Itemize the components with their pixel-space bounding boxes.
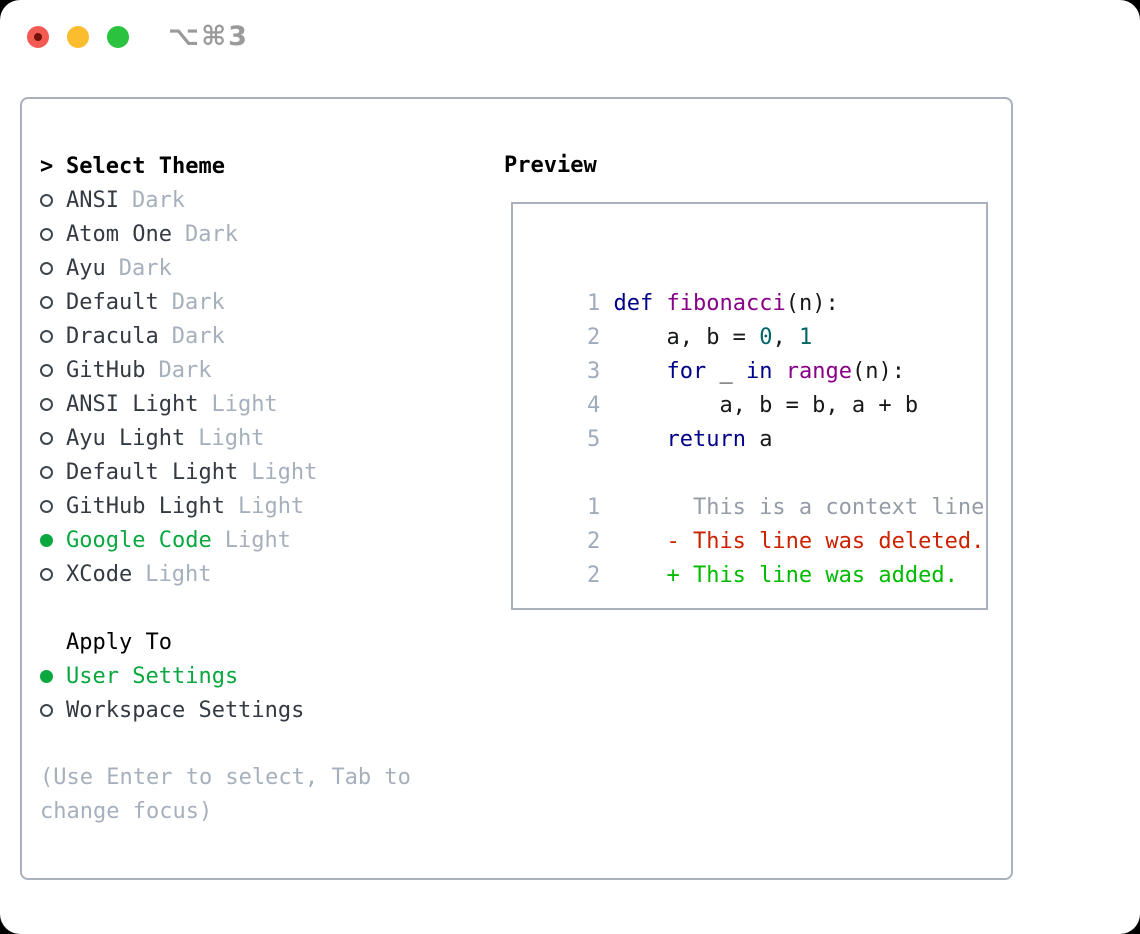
- theme-option-ayu-light[interactable]: Ayu Light Light: [40, 421, 476, 455]
- section-spacer: [40, 727, 476, 761]
- line-content: return a: [666, 427, 773, 452]
- help-text: (Use Enter to select, Tab to change focu…: [40, 765, 411, 824]
- apply-option-user-settings[interactable]: User Settings: [40, 659, 476, 693]
- line-content: a, b = 0, 1: [600, 325, 813, 350]
- cursor-chevron-icon: >: [40, 153, 54, 179]
- theme-option-ayu[interactable]: Ayu Dark: [40, 251, 476, 285]
- radio-circle-icon: [40, 465, 53, 479]
- theme-option-atom-one[interactable]: Atom One Dark: [40, 217, 476, 251]
- preview-code: 1 def fibonacci(n): 2 a, b = 0, 1 3 for …: [534, 253, 986, 588]
- radio-circle-icon: [40, 703, 53, 717]
- traffic-lights: [27, 26, 129, 48]
- close-button[interactable]: [27, 26, 49, 48]
- apply-to-title: Apply To: [66, 629, 172, 655]
- radio-circle-icon: [40, 533, 53, 547]
- radio-circle-icon: [40, 261, 53, 275]
- code-line: 2 + This line was added.: [534, 525, 986, 588]
- line-number: 2: [586, 529, 601, 554]
- line-content: for _ in range(n):: [666, 359, 905, 384]
- line-number: 5: [586, 427, 601, 452]
- radio-circle-icon: [40, 499, 53, 513]
- radio-circle-icon: [40, 567, 53, 581]
- radio-circle-icon: [40, 295, 53, 309]
- apply-option-workspace-settings[interactable]: Workspace Settings: [40, 693, 476, 727]
- theme-picker-panel: > Select Theme ANSI Dark Atom One Dark A…: [20, 97, 1013, 880]
- section-spacer: [40, 591, 476, 625]
- preview-box: 1 def fibonacci(n): 2 a, b = 0, 1 3 for …: [511, 202, 988, 610]
- theme-option-github[interactable]: GitHub Dark: [40, 353, 476, 387]
- line-content: def fibonacci(n):: [613, 291, 839, 316]
- radio-circle-icon: [40, 431, 53, 445]
- line-number: 1: [586, 495, 601, 520]
- line-content: + This line was added.: [600, 563, 958, 588]
- code-line: 1 def fibonacci(n):: [534, 253, 986, 316]
- radio-circle-icon: [40, 329, 53, 343]
- cursor-glyph-col: >: [40, 154, 66, 179]
- select-theme-header: > Select Theme: [40, 149, 476, 183]
- theme-option-xcode[interactable]: XCode Light: [40, 557, 476, 591]
- titlebar: ⌥⌘3: [0, 0, 1140, 74]
- apply-to-list: User Settings Workspace Settings: [40, 659, 476, 727]
- radio-circle-icon: [40, 363, 53, 377]
- preview-title: Preview: [504, 153, 597, 178]
- code-line: 2 a, b = 0, 1: [534, 287, 986, 350]
- line-number: 3: [586, 359, 601, 384]
- code-line: 1 This is a context line.: [534, 457, 986, 520]
- line-content: a, b = b, a + b: [600, 393, 919, 418]
- minimize-button[interactable]: [67, 26, 89, 48]
- select-theme-title: Select Theme: [66, 153, 225, 179]
- theme-option-default-light[interactable]: Default Light Light: [40, 455, 476, 489]
- line-number: 2: [586, 563, 601, 588]
- theme-option-google-code[interactable]: Google Code Light: [40, 523, 476, 557]
- radio-circle-icon: [40, 669, 53, 683]
- code-line: 3 for _ in range(n):: [534, 321, 986, 384]
- theme-option-dracula[interactable]: Dracula Dark: [40, 319, 476, 353]
- radio-circle-icon: [40, 397, 53, 411]
- line-number: 4: [586, 393, 601, 418]
- line-number: 2: [586, 325, 601, 350]
- theme-option-default[interactable]: Default Dark: [40, 285, 476, 319]
- left-column: > Select Theme ANSI Dark Atom One Dark A…: [40, 149, 476, 829]
- theme-option-ansi-light[interactable]: ANSI Light Light: [40, 387, 476, 421]
- radio-circle-icon: [40, 193, 53, 207]
- code-line: 5 return a: [534, 389, 986, 452]
- apply-to-header: Apply To: [40, 625, 476, 659]
- line-number: 1: [586, 291, 601, 316]
- theme-list: ANSI Dark Atom One Dark Ayu Dark Default…: [40, 183, 476, 591]
- theme-option-github-light[interactable]: GitHub Light Light: [40, 489, 476, 523]
- window-title: ⌥⌘3: [168, 21, 249, 52]
- theme-option-ansi[interactable]: ANSI Dark: [40, 183, 476, 217]
- line-content: - This line was deleted.: [600, 529, 985, 554]
- code-line: 4 a, b = b, a + b: [534, 355, 986, 418]
- code-line: 2 - This line was deleted.: [534, 491, 986, 554]
- radio-circle-icon: [40, 227, 53, 241]
- zoom-button[interactable]: [107, 26, 129, 48]
- line-content: This is a context line.: [600, 495, 988, 520]
